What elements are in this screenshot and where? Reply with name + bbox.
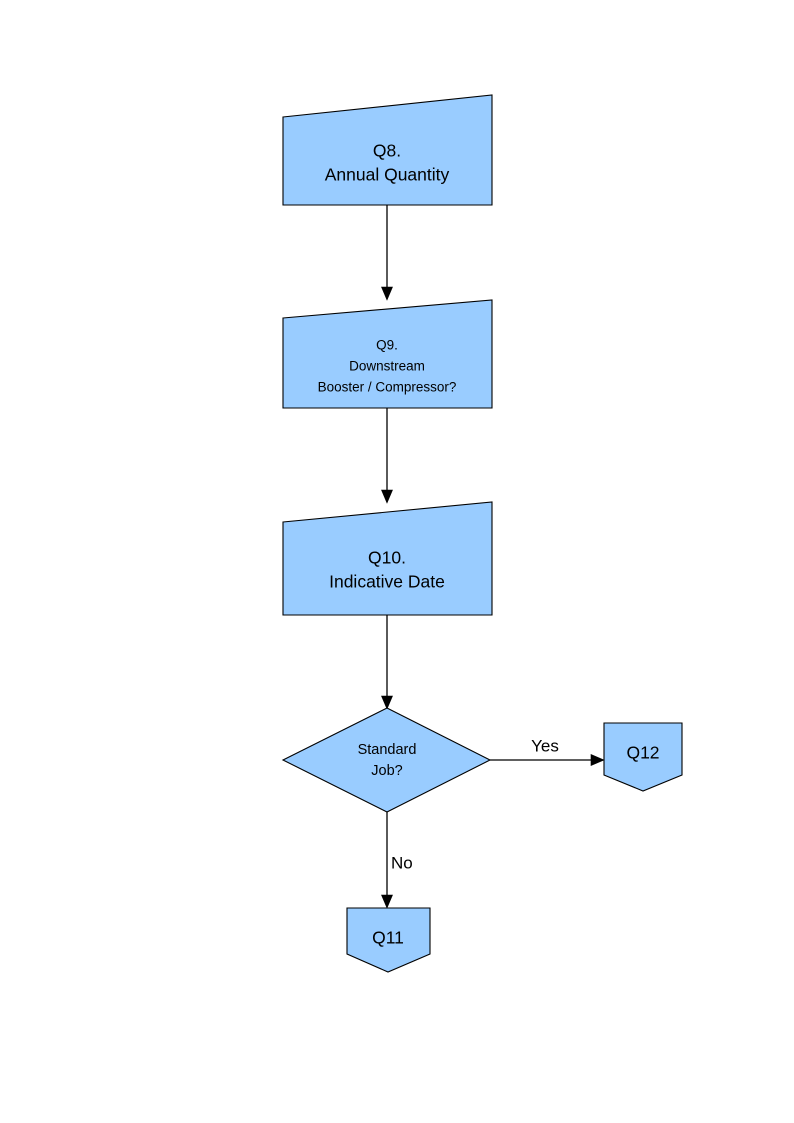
q11-label: Q11: [372, 928, 404, 948]
q11-shape[interactable]: [346, 907, 431, 973]
edge-label-no: No: [391, 853, 413, 872]
q8-line2: Annual Quantity: [325, 165, 450, 185]
q12-shape[interactable]: [603, 722, 683, 792]
q10-shape[interactable]: [282, 501, 493, 616]
edge-decision-to-q12: [490, 754, 605, 766]
edge-q10-to-decision: [381, 615, 393, 710]
edge-decision-to-q11: [381, 812, 393, 909]
q9-line2: Downstream: [349, 359, 425, 374]
node-q11[interactable]: Q11: [346, 907, 431, 973]
node-q8[interactable]: Q8. Annual Quantity: [282, 94, 493, 206]
node-q9[interactable]: Q9. Downstream Booster / Compressor?: [282, 299, 493, 409]
q8-shape[interactable]: [282, 94, 493, 206]
edge-q9-to-q10: [381, 408, 393, 504]
edge-q8-to-q9: [381, 205, 393, 301]
node-decision-standard-job[interactable]: Standard Job?: [281, 707, 492, 813]
node-q10[interactable]: Q10. Indicative Date: [282, 501, 493, 616]
node-q12[interactable]: Q12: [603, 722, 683, 792]
decision-shape[interactable]: [281, 707, 492, 813]
q10-line1: Q10.: [368, 548, 406, 568]
decision-line2: Job?: [371, 763, 402, 779]
q9-line1: Q9.: [376, 338, 398, 353]
q9-line3: Booster / Compressor?: [318, 380, 457, 395]
q8-line1: Q8.: [373, 141, 401, 161]
edge-label-yes: Yes: [531, 736, 559, 755]
q12-label: Q12: [626, 743, 659, 763]
decision-line1: Standard: [358, 742, 417, 758]
q9-shape[interactable]: [282, 299, 493, 409]
q10-line2: Indicative Date: [329, 572, 445, 592]
